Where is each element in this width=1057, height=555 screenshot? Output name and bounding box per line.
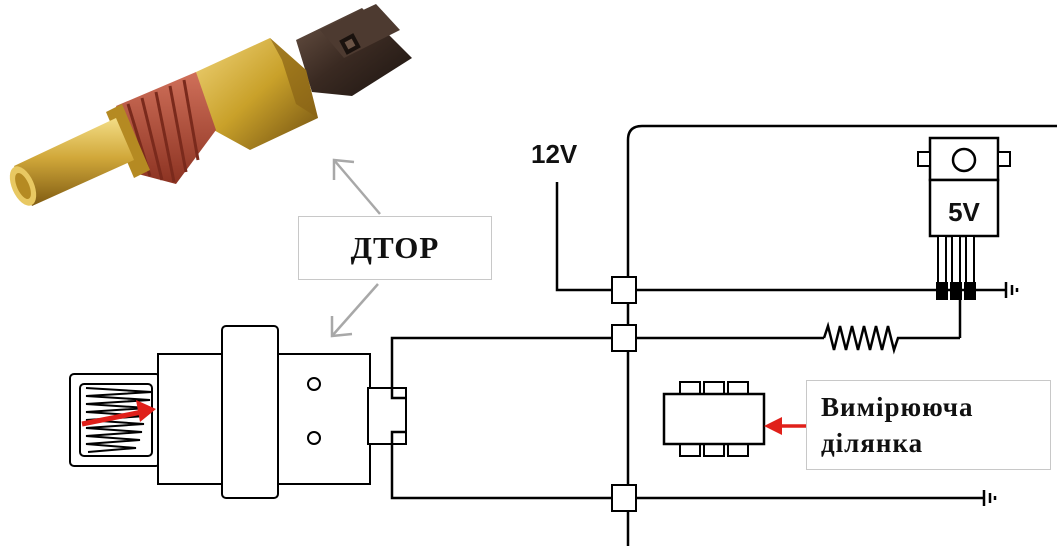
regulator-voltage-label: 5V [948,197,980,227]
sensor-probe [9,118,134,206]
sensor-name-label: ДТОР [350,230,440,265]
measure-arrow-icon [764,417,806,435]
measuring-section-label-line2: ділянка [821,428,924,458]
schematic-hex-flange [221,325,279,499]
voltage-regulator-icon: 5V [917,136,1011,300]
sensor-name-callout: ДТОР [298,216,492,280]
terminal-12v [611,276,637,304]
schematic-connector-end [367,387,407,445]
resistor-icon [822,321,902,355]
heat-arrow-icon [81,400,156,427]
measuring-section-callout: Вимірююча ділянка [806,380,1051,470]
ic-chip-icon [662,381,766,457]
ground-icon [982,490,997,506]
ecu-enclosure [626,124,1057,546]
terminal-ground [611,484,637,512]
sensor-schematic [69,325,407,499]
sensor-photo [9,4,412,206]
ecu-terminals [611,276,637,512]
supply-voltage-label: 12V [531,139,578,169]
sensor-connector [296,4,412,96]
schematic-pin-hole [307,431,321,445]
terminal-signal [611,324,637,352]
measuring-section-label-line1: Вимірююча [821,392,974,422]
callout-arrows [330,158,381,338]
schematic-pin-hole [307,377,321,391]
thermistor-element [85,387,153,453]
ground-icon [1004,282,1019,298]
